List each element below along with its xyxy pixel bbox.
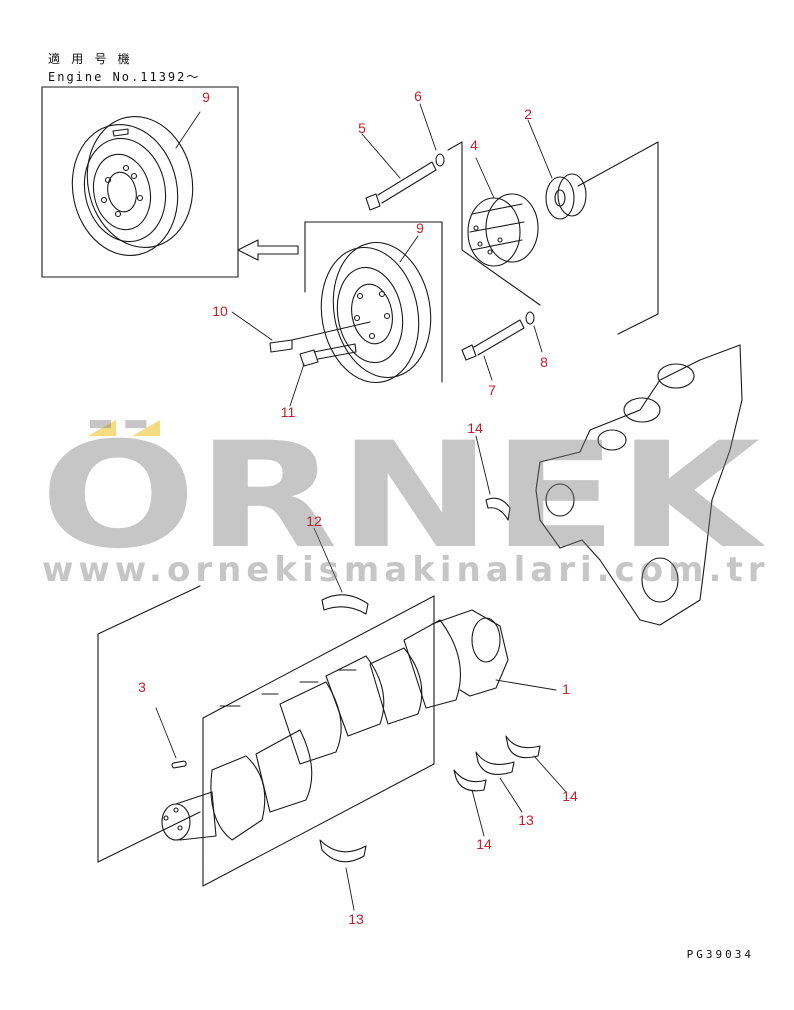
engine-serial: Engine No.11392〜 — [48, 70, 201, 84]
direction-arrow — [237, 239, 299, 261]
callout-14-upper: 14 — [467, 420, 483, 436]
callout-13-lower: 13 — [348, 911, 364, 927]
thrust-bearing-left — [453, 769, 487, 792]
callout-6: 6 — [414, 88, 422, 104]
crankshaft — [161, 609, 509, 841]
bolt-seven — [461, 319, 525, 361]
thrust-bearing-center — [475, 751, 515, 775]
drawing-code: PG39034 — [686, 948, 754, 961]
callout-5: 5 — [358, 120, 366, 136]
inset-frame — [41, 86, 239, 278]
watermark-brand: ÖRNEK — [40, 420, 764, 570]
thrust-washer-upper — [485, 497, 511, 521]
gear — [545, 173, 587, 220]
watermark-url: www.ornekismakinalari.com.tr — [42, 550, 770, 590]
callout-4: 4 — [470, 137, 478, 153]
gear-bolt — [365, 161, 437, 211]
callout-8: 8 — [540, 354, 548, 370]
applicable-label: 適 用 号 機 — [48, 52, 132, 66]
watermark-accent-right — [132, 420, 160, 436]
callout-2: 2 — [524, 106, 532, 122]
crank-gear — [467, 193, 539, 267]
callout-14-lower: 14 — [476, 836, 492, 852]
washer-eight — [525, 311, 535, 325]
washer — [435, 153, 445, 167]
callout-10: 10 — [212, 303, 228, 319]
callout-7: 7 — [488, 382, 496, 398]
callout-3: 3 — [138, 679, 146, 695]
callout-1: 1 — [562, 681, 570, 697]
callout-12: 12 — [306, 513, 322, 529]
watermark-accent-left — [88, 420, 116, 436]
callout-9: 9 — [416, 220, 424, 236]
woodruff-key — [171, 760, 187, 769]
leader-lines — [155, 103, 567, 911]
callout-13-right: 13 — [518, 812, 534, 828]
main-bearing-lower — [319, 839, 367, 863]
pulley-old-type — [71, 115, 194, 257]
crank-frame — [97, 585, 201, 863]
pulley-frame — [304, 221, 443, 383]
callout-11: 11 — [280, 404, 296, 420]
watermark-logo: ÖRNEK — [40, 420, 764, 570]
pulley — [320, 241, 432, 384]
main-bearing-upper — [321, 594, 369, 615]
callout-14-right: 14 — [562, 788, 578, 804]
dowel-pin — [269, 321, 371, 353]
callout-9-inset: 9 — [202, 89, 210, 105]
cylinder-block — [535, 344, 743, 626]
pulley-bolt — [299, 343, 357, 367]
thrust-bearing-right — [505, 735, 541, 759]
